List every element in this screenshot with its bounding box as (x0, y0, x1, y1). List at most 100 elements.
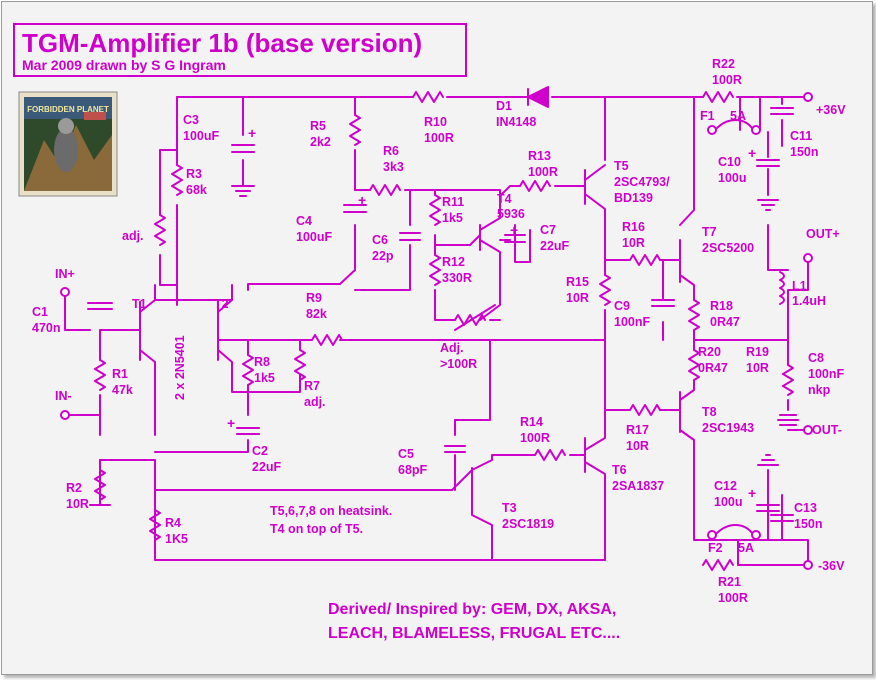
label-r21: R21 (718, 575, 741, 589)
label-r13-value: 100R (528, 165, 558, 179)
label-c7: C7 (540, 223, 556, 237)
label-l1-value: 1.4uH (792, 294, 826, 308)
label-r2-value: 10R (66, 497, 89, 511)
schematic-wires (64, 86, 809, 566)
title-box (13, 23, 467, 77)
label-r20: R20 (698, 345, 721, 359)
label-c9: C9 (614, 299, 630, 313)
svg-text:+: + (510, 222, 518, 238)
label-r17-value: 10R (626, 439, 649, 453)
label-r18: R18 (710, 299, 733, 313)
label-t3-value: 2SC1819 (502, 517, 554, 531)
label-r20-value: 0R47 (698, 361, 728, 375)
label-r13: R13 (528, 149, 551, 163)
label-out-neg: OUT- (812, 423, 842, 437)
forbidden-planet-album-art: FORBIDDEN PLANET (18, 91, 118, 197)
label-r8-value: 1k5 (254, 371, 275, 385)
label-r19-value: 10R (746, 361, 769, 375)
label-f2: F2 (708, 541, 723, 555)
label-c11-value: 150n (790, 145, 819, 159)
label-t1: T1 (132, 297, 147, 311)
label-c8-value-2: nkp (808, 383, 831, 397)
label-c8-value: 100nF (808, 367, 844, 381)
fuse-f2-terminal (751, 530, 761, 540)
label-r21-value: 100R (718, 591, 748, 605)
svg-text:+: + (248, 125, 256, 141)
terminal-out-neg (803, 425, 813, 435)
terminal-out-pos (803, 253, 813, 263)
label-r10: R10 (424, 115, 447, 129)
label-r10-value: 100R (424, 131, 454, 145)
label-c13-value: 150n (794, 517, 823, 531)
label-t5-value-2: BD139 (614, 191, 653, 205)
label-d1: D1 (496, 99, 512, 113)
label-in-pos: IN+ (55, 267, 75, 281)
fuse-f1-terminal (751, 125, 761, 135)
label-r9-value: 82k (306, 307, 327, 321)
label-transistor-pair: 2 x 2N5401 (173, 335, 187, 400)
terminal-neg-36v (803, 560, 813, 570)
svg-text:+: + (748, 485, 756, 501)
label-c6-value: 22p (372, 249, 394, 263)
label-c2: C2 (252, 444, 268, 458)
label-c8: C8 (808, 351, 824, 365)
label-r7-value: adj. (304, 395, 326, 409)
label-r5: R5 (310, 119, 326, 133)
label-c13: C13 (794, 501, 817, 515)
fuse-f2-terminal (707, 530, 717, 540)
capacitor-symbols (87, 107, 799, 541)
label-r18-value: 0R47 (710, 315, 740, 329)
resistor-symbols (94, 91, 794, 571)
label-c10-value: 100u (718, 171, 747, 185)
label-t8-value: 2SC1943 (702, 421, 754, 435)
label-c9-value: 100nF (614, 315, 650, 329)
label-f1: F1 (700, 109, 715, 123)
label-f1-value: 5A (730, 109, 746, 123)
label-t4: T4 (497, 192, 512, 206)
label-r11: R11 (442, 195, 464, 209)
label-r3-value: 68k (186, 183, 207, 197)
label-r17: R17 (626, 423, 649, 437)
label-c6: C6 (372, 233, 388, 247)
label-t8: T8 (702, 405, 717, 419)
svg-text:+: + (227, 415, 235, 431)
label-c12: C12 (714, 479, 737, 493)
terminal-pos-36v (803, 92, 813, 102)
label-c3-value: 100uF (183, 129, 219, 143)
label-r6-value: 3k3 (383, 160, 404, 174)
label-r15-value: 10R (566, 291, 589, 305)
label-c10: C10 (718, 155, 741, 169)
label-r22-value: 100R (712, 73, 742, 87)
album-art-title: FORBIDDEN PLANET (27, 105, 109, 114)
label-r7: R7 (304, 379, 320, 393)
label-c11: C11 (790, 129, 812, 143)
label-r14-value: 100R (520, 431, 550, 445)
label-r14: R14 (520, 415, 543, 429)
label-c4-value: 100uF (296, 230, 332, 244)
label-f2-value: 5A (738, 541, 754, 555)
label-r12-value: 330R (442, 271, 472, 285)
fuse-symbols (714, 119, 753, 536)
page-subtitle: Mar 2009 drawn by S G Ingram (22, 57, 226, 73)
svg-text:+: + (748, 145, 756, 161)
label-t6: T6 (612, 463, 627, 477)
label-r4: R4 (165, 516, 181, 530)
svg-text:+: + (358, 192, 366, 208)
label-r16: R16 (622, 220, 645, 234)
label-t2: T2 (214, 297, 229, 311)
terminal-in-pos (60, 287, 70, 297)
transistor-bars (139, 169, 681, 513)
label-c5-value: 68pF (398, 463, 428, 477)
label-r5-value: 2k2 (310, 135, 331, 149)
polarity-marks: + + + + + + (227, 125, 756, 501)
label-r19: R19 (746, 345, 769, 359)
label-c7-value: 22uF (540, 239, 570, 253)
label-c3: C3 (183, 113, 199, 127)
label-neg-36v: -36V (818, 559, 845, 573)
component-labels: R22 100R +36V F1 5A C11 150n C10 100u R1… (32, 57, 846, 642)
label-t7: T7 (702, 225, 717, 239)
inductor-l1 (779, 271, 785, 305)
label-c12-value: 100u (714, 495, 743, 509)
label-t4-note: T4 on top of T5. (270, 522, 363, 536)
